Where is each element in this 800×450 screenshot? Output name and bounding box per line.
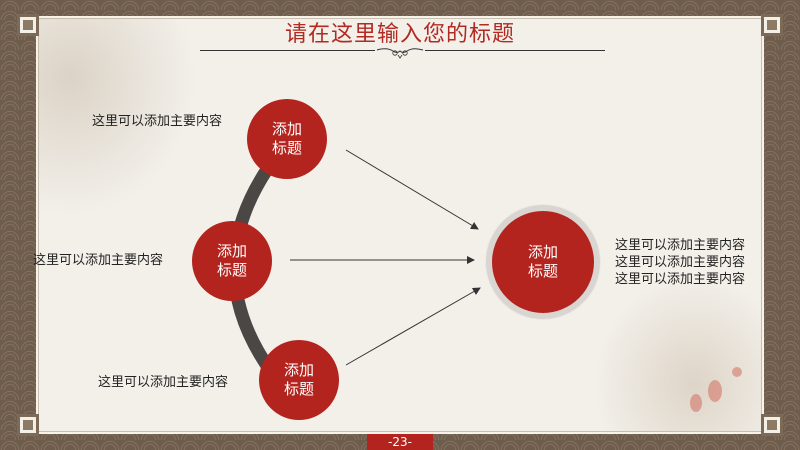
berry-decoration	[732, 367, 742, 377]
title-scroll-ornament-icon	[375, 45, 425, 59]
node-label: 标题	[271, 139, 302, 157]
target-node[interactable]: 添加标题	[486, 205, 600, 319]
corner-ornament-bottom-left	[17, 414, 39, 436]
target-description-line: 这里可以添加主要内容	[615, 255, 746, 270]
node-label: 标题	[283, 380, 314, 398]
arrow-top	[345, 149, 479, 230]
arrow-bottom	[345, 287, 481, 366]
node-label: 添加	[527, 243, 558, 261]
red-date-decoration	[708, 380, 722, 402]
target-description-line: 这里可以添加主要内容	[615, 238, 746, 253]
slide-paper	[36, 16, 764, 434]
red-date-decoration	[690, 394, 702, 412]
node-label: 添加	[283, 361, 314, 379]
source-node-1[interactable]: 添加标题	[247, 99, 327, 179]
node-label: 标题	[216, 261, 247, 279]
target-description: 这里可以添加主要内容 这里可以添加主要内容 这里可以添加主要内容	[615, 237, 745, 288]
page-title: 请在这里输入您的标题	[284, 22, 515, 47]
node-label: 添加	[271, 120, 302, 138]
corner-ornament-top-left	[17, 14, 39, 36]
source-node-3[interactable]: 添加标题	[259, 340, 339, 420]
source-description-3: 这里可以添加主要内容	[98, 375, 229, 390]
source-node-2[interactable]: 添加标题	[192, 221, 272, 301]
herbal-decoration-right	[592, 272, 762, 432]
corner-ornament-bottom-right	[761, 414, 783, 436]
source-description-2: 这里可以添加主要内容	[33, 253, 164, 268]
source-description-1: 这里可以添加主要内容	[92, 114, 223, 129]
herbal-decoration-left	[38, 18, 198, 218]
corner-ornament-top-right	[761, 14, 783, 36]
page-number: -23-	[367, 434, 433, 450]
target-description-line: 这里可以添加主要内容	[615, 272, 746, 287]
node-label: 标题	[527, 262, 558, 280]
node-label: 添加	[216, 242, 247, 260]
